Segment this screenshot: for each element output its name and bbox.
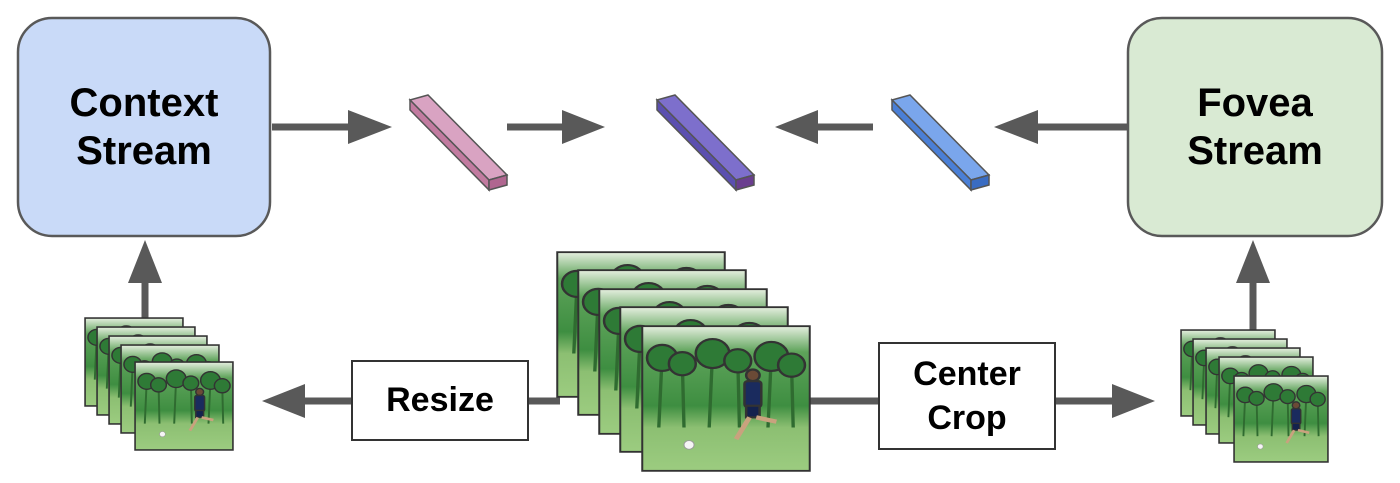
- fused-token: [655, 94, 756, 192]
- context-token: [408, 94, 509, 192]
- cropped-frames-stack: [1180, 329, 1329, 463]
- fovea-stream-line1: Fovea: [1197, 81, 1313, 125]
- arrow-up-to-context: [128, 240, 162, 325]
- resized-frames-stack: [84, 317, 234, 451]
- resize-label: Resize: [352, 361, 528, 440]
- fovea-stream-label: Fovea Stream: [1128, 18, 1382, 236]
- arrow-up-to-fovea: [1236, 240, 1270, 340]
- context-stream-line1: Context: [69, 81, 219, 125]
- arrow-fovea-token-to-fused: [775, 110, 873, 144]
- center-crop-label: Center Crop: [879, 343, 1055, 449]
- arrow-fovea-to-token: [994, 110, 1128, 144]
- resize-box: [351, 360, 529, 441]
- center-crop-line2: Crop: [927, 399, 1007, 437]
- video-frames-stack: [556, 251, 811, 472]
- arrow-resize-out: [262, 384, 352, 418]
- fovea-stream-line2: Stream: [1187, 129, 1323, 173]
- arrow-context-to-token: [272, 110, 392, 144]
- center-crop-box: [878, 342, 1056, 450]
- context-stream-label: Context Stream: [18, 18, 270, 236]
- center-crop-line1: Center: [913, 354, 1021, 393]
- arrow-token-to-fused: [507, 110, 605, 144]
- fovea-token: [890, 94, 991, 192]
- arrow-crop-out: [1055, 384, 1155, 418]
- context-stream-line2: Stream: [76, 129, 212, 173]
- context-stream-box: [16, 16, 272, 238]
- resize-text: Resize: [386, 381, 494, 420]
